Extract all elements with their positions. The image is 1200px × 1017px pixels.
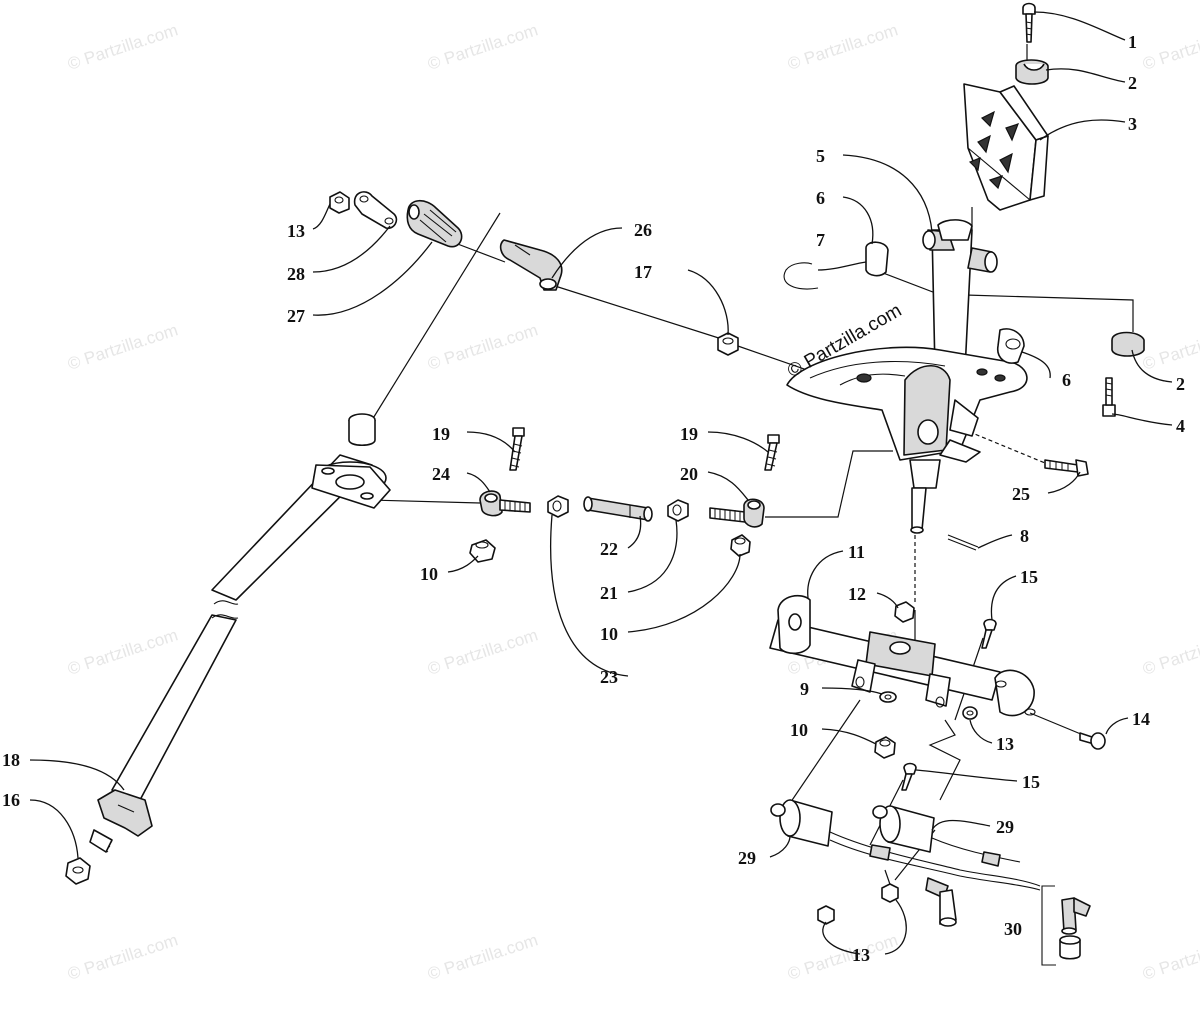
callout-10: 10 — [600, 624, 618, 644]
tie-rod-linkage — [469, 427, 780, 563]
watermark-text: © Partzilla.com — [1140, 930, 1200, 983]
callout-29: 29 — [996, 817, 1014, 837]
callout-19: 19 — [432, 424, 450, 444]
callout-12: 12 — [848, 584, 866, 604]
callout-15: 15 — [1022, 772, 1040, 792]
callout-20: 20 — [680, 464, 698, 484]
callout-15: 15 — [1020, 567, 1038, 587]
callout-10: 10 — [420, 564, 438, 584]
callout-10: 10 — [790, 720, 808, 740]
hex-bolt-16 — [65, 857, 91, 885]
callout-numbers: 1 2 3 5 6 7 26 13 28 27 17 6 2 4 19 24 1… — [2, 32, 1185, 965]
callout-28: 28 — [287, 264, 305, 284]
connector-kit-30 — [1041, 885, 1091, 966]
callout-7: 7 — [816, 230, 825, 250]
callout-29: 29 — [738, 848, 756, 868]
callout-23: 23 — [600, 667, 618, 687]
callout-21: 21 — [600, 583, 618, 603]
callout-6: 6 — [816, 188, 825, 208]
callout-19: 19 — [680, 424, 698, 444]
watermark-text: © Partzilla.com — [425, 625, 540, 678]
callout-25: 25 — [1012, 484, 1030, 504]
watermark-text: © Partzilla.com — [65, 625, 180, 678]
watermark-text: © Partzilla.com — [785, 930, 900, 983]
callout-2: 2 — [1128, 73, 1137, 93]
steering-column — [89, 413, 391, 853]
watermark-text: © Partzilla.com — [1140, 20, 1200, 73]
steering-post-assembly — [783, 219, 1145, 551]
callout-14: 14 — [1132, 709, 1150, 729]
watermark-text: © Partzilla.com — [65, 320, 180, 373]
callout-18: 18 — [2, 750, 20, 770]
watermark-text: © Partzilla.com — [1140, 320, 1200, 373]
callout-22: 22 — [600, 539, 618, 559]
callout-17: 17 — [634, 262, 652, 282]
handlebar-riser — [963, 2, 1049, 211]
callout-16: 16 — [2, 790, 20, 810]
callout-30: 30 — [1004, 919, 1022, 939]
callout-26: 26 — [634, 220, 652, 240]
watermark-text: © Partzilla.com — [425, 320, 540, 373]
watermark-text: © Partzilla.com — [425, 930, 540, 983]
callout-13: 13 — [287, 221, 305, 241]
callout-11: 11 — [848, 542, 865, 562]
callout-4: 4 — [1176, 416, 1185, 436]
watermark-text: © Partzilla.com — [425, 20, 540, 73]
lock-nut-17 — [717, 332, 739, 356]
leader-lines — [29, 11, 1173, 955]
callout-9: 9 — [800, 679, 809, 699]
callout-2: 2 — [1176, 374, 1185, 394]
callout-13: 13 — [996, 734, 1014, 754]
callout-13: 13 — [852, 945, 870, 965]
watermark-text: © Partzilla.com — [65, 930, 180, 983]
callout-8: 8 — [1020, 526, 1029, 546]
callout-24: 24 — [432, 464, 450, 484]
lower-support-tube — [769, 594, 1106, 759]
callout-5: 5 — [816, 146, 825, 166]
watermark-text: © Partzilla.com — [65, 20, 180, 73]
upper-link-parts — [329, 191, 563, 291]
callout-1: 1 — [1128, 32, 1137, 52]
callout-3: 3 — [1128, 114, 1137, 134]
harness-modules — [770, 762, 1041, 927]
callout-6: 6 — [1062, 370, 1071, 390]
watermark-text: © Partzilla.com — [1140, 625, 1200, 678]
watermark-text: © Partzilla.com — [785, 20, 900, 73]
callout-27: 27 — [287, 306, 305, 326]
